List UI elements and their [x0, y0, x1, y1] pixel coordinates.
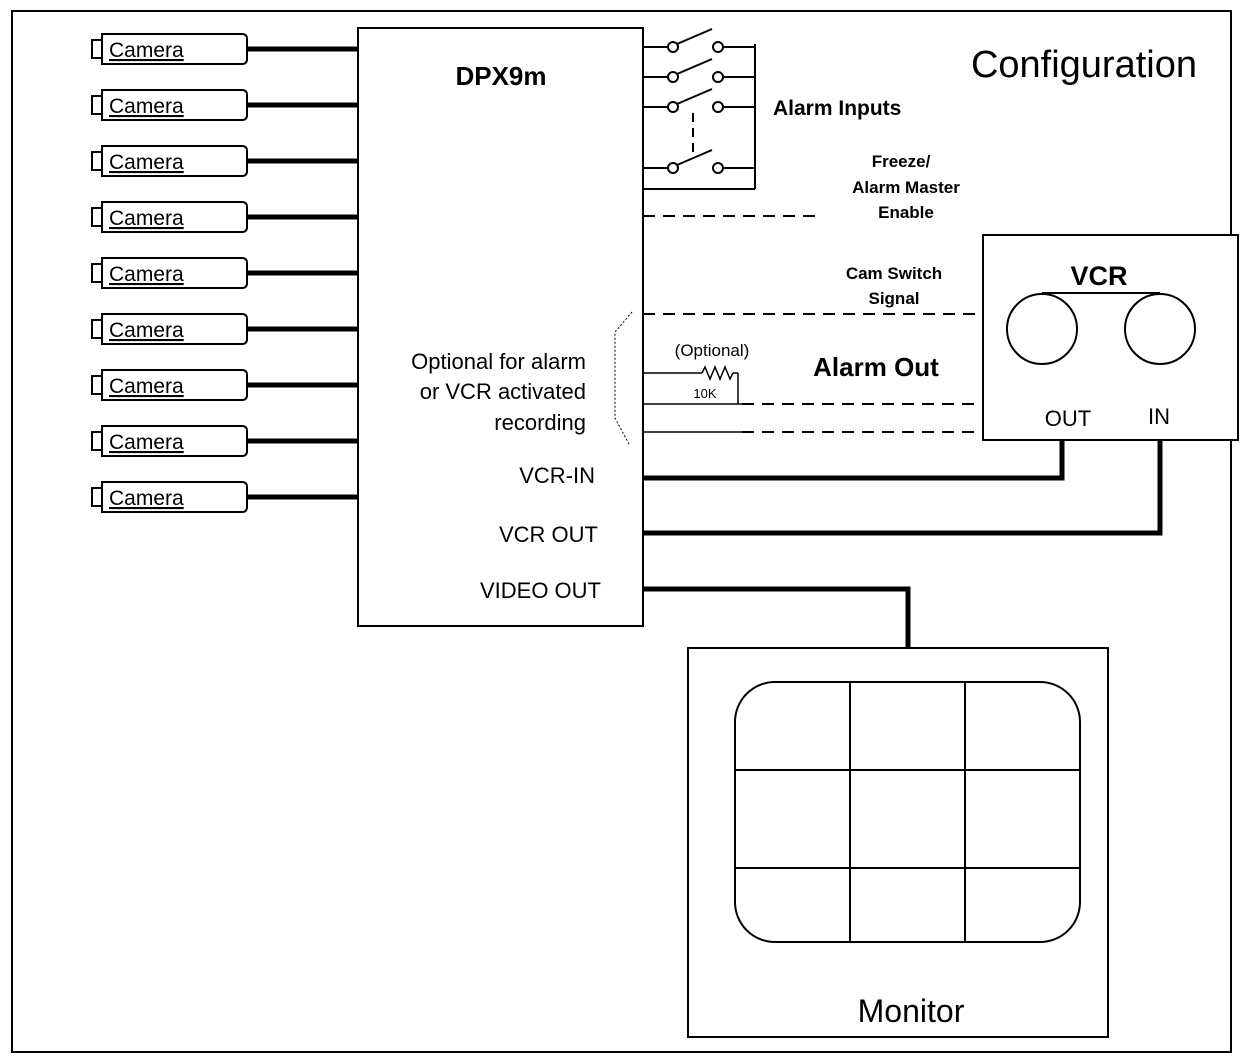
camera-lens-icon — [91, 207, 103, 227]
camera-lens-icon — [91, 95, 103, 115]
camera-body — [101, 201, 248, 233]
alarm-out-label: Alarm Out — [813, 352, 939, 382]
camera-lens-icon — [91, 263, 103, 283]
camera-lens-icon — [91, 487, 103, 507]
camera-6: Camera — [91, 313, 358, 345]
diagram-title: Configuration — [971, 44, 1197, 86]
resistor-symbol — [643, 365, 739, 404]
camera-body — [101, 33, 248, 65]
camera-label: Camera — [109, 95, 184, 118]
camera-body — [101, 425, 248, 457]
alarm-inputs-label: Alarm Inputs — [773, 97, 901, 120]
vcr-out-cable — [643, 440, 1163, 536]
camera-4: Camera — [91, 201, 358, 233]
camera-lens-icon — [91, 431, 103, 451]
camera-label: Camera — [109, 319, 184, 342]
camera-label: Camera — [109, 207, 184, 230]
camera-body — [101, 89, 248, 121]
optional-note-line-3: recording — [494, 410, 586, 435]
camera-lens-icon — [91, 319, 103, 339]
vcr-label: VCR — [1070, 261, 1127, 291]
freeze-label-line-1: Freeze/ — [872, 152, 931, 171]
monitor-screen — [734, 681, 1081, 943]
cam-switch-label-line-1: Cam Switch — [846, 264, 942, 283]
optional-note-line-1: Optional for alarm — [411, 349, 586, 374]
vcr-unit — [982, 234, 1239, 441]
vcr-out-label: VCR OUT — [499, 522, 598, 547]
vcr-reel-left — [1006, 293, 1078, 365]
dpx9m-label: DPX9m — [455, 61, 546, 91]
camera-body — [101, 313, 248, 345]
camera-group: CameraCameraCameraCameraCameraCameraCame… — [91, 33, 358, 513]
camera-label: Camera — [109, 375, 184, 398]
resistor-optional-label: (Optional) — [675, 341, 750, 360]
vcr-in-cable — [643, 440, 1065, 481]
vcr-reel-right — [1124, 293, 1196, 365]
camera-9: Camera — [91, 481, 358, 513]
camera-body — [101, 257, 248, 289]
outer-frame — [11, 10, 1232, 1053]
video-out-cable — [643, 586, 911, 648]
camera-body — [101, 369, 248, 401]
camera-5: Camera — [91, 257, 358, 289]
camera-label: Camera — [109, 39, 184, 62]
optional-bracket — [614, 311, 633, 447]
resistor-value: 10K — [693, 386, 716, 401]
camera-8: Camera — [91, 425, 358, 457]
camera-1: Camera — [91, 33, 358, 65]
alarm-input-switches — [643, 28, 756, 190]
camera-body — [101, 481, 248, 513]
cam-switch-label-line-2: Signal — [868, 289, 919, 308]
camera-label: Camera — [109, 487, 184, 510]
camera-label: Camera — [109, 263, 184, 286]
camera-label: Camera — [109, 151, 184, 174]
optional-note-line-2: or VCR activated — [420, 379, 586, 404]
freeze-label-line-3: Enable — [878, 203, 934, 222]
freeze-label-line-2: Alarm Master — [852, 178, 960, 197]
camera-lens-icon — [91, 39, 103, 59]
camera-lens-icon — [91, 151, 103, 171]
vcr-in-label: VCR-IN — [519, 463, 595, 488]
dpx9m-unit — [357, 27, 644, 627]
vcr-out-port-label: OUT — [1045, 406, 1091, 431]
monitor-label: Monitor — [858, 993, 965, 1029]
video-out-label: VIDEO OUT — [480, 578, 601, 603]
camera-body — [101, 145, 248, 177]
camera-3: Camera — [91, 145, 358, 177]
camera-2: Camera — [91, 89, 358, 121]
monitor-screen-grid — [735, 682, 1080, 942]
vcr-in-port-label: IN — [1148, 404, 1170, 429]
camera-label: Camera — [109, 431, 184, 454]
camera-7: Camera — [91, 369, 358, 401]
monitor-unit — [687, 647, 1109, 1038]
camera-lens-icon — [91, 375, 103, 395]
